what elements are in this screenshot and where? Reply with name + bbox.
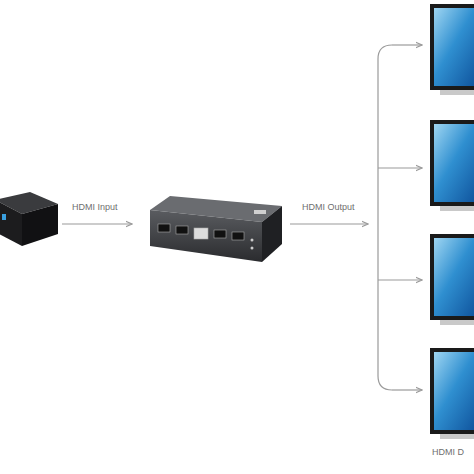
input-arrow bbox=[62, 223, 132, 224]
branch-lines bbox=[378, 45, 422, 390]
signal-label: HDMI Input bbox=[72, 203, 118, 213]
tv-displays bbox=[430, 4, 474, 439]
signal-label: HDMI Output bbox=[302, 203, 355, 213]
source-device bbox=[0, 192, 58, 246]
display-label: HDMI D bbox=[432, 448, 464, 458]
hdmi-splitter bbox=[150, 196, 282, 262]
output-arrow bbox=[290, 223, 368, 224]
